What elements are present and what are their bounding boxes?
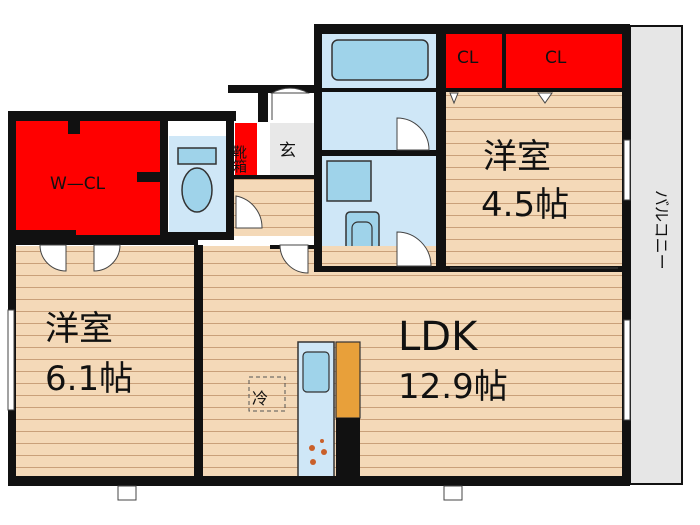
kitchen-back-wall: [336, 418, 360, 480]
svg-text:冷: 冷: [252, 389, 268, 408]
ldk-floor-upper: [318, 270, 623, 280]
shoe-box-label: 靴箱: [231, 145, 247, 173]
closet-left: [445, 33, 503, 89]
ldk-size: 12.9帖: [398, 367, 508, 407]
ldk-name: LDK: [398, 314, 479, 360]
shoe-box: [235, 123, 257, 175]
entrance-label: 玄: [279, 141, 296, 161]
room-6-1-size: 6.1帖: [45, 359, 133, 399]
refrigerator-space: [248, 376, 286, 412]
toilet-tank-icon: [177, 147, 217, 165]
room-4-5-size: 4.5帖: [481, 185, 569, 225]
stove-burner-icon: [309, 445, 315, 451]
room-6-1-name: 洋室: [45, 309, 113, 349]
walls: [8, 24, 630, 486]
windows: [7, 139, 631, 501]
western-room-6-1-floor: [15, 246, 195, 476]
balcony-area: [629, 25, 683, 485]
bathtub-icon: [331, 39, 429, 81]
ldk-floor: [203, 246, 623, 476]
toilet-bowl-icon: [181, 167, 213, 213]
closet-right: [506, 33, 624, 89]
room-4-5-name: 洋室: [483, 137, 551, 177]
closet-left-label: CL: [457, 48, 479, 68]
kitchen-counter: [335, 341, 361, 419]
western-room-4-5-floor: [445, 90, 625, 268]
entrance-floor: [270, 123, 314, 175]
door-swings: [39, 87, 432, 274]
kitchen-sink-icon: [302, 351, 330, 393]
washbasin-icon: [326, 160, 372, 202]
closet-right-label: CL: [545, 48, 567, 68]
wic-label: W—CL: [50, 174, 106, 194]
balcony-label: バルコニー: [652, 190, 671, 270]
